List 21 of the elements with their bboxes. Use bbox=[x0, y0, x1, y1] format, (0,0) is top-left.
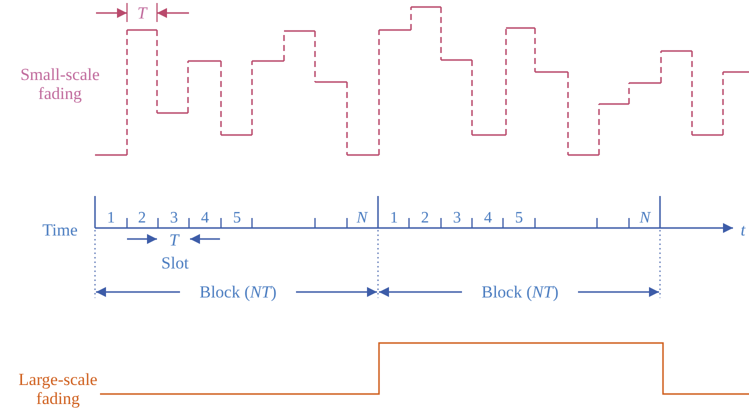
slot-number: 5 bbox=[233, 208, 241, 228]
period-label: T bbox=[169, 230, 179, 250]
slot-number: 1 bbox=[390, 208, 398, 228]
axis-label: t bbox=[740, 220, 746, 240]
axis-label: Small-scale fading bbox=[19, 65, 101, 103]
slot-number: 2 bbox=[421, 208, 429, 228]
slot-number: N bbox=[356, 208, 368, 228]
slot-number: 4 bbox=[484, 208, 492, 228]
block-label: Block (NT) bbox=[200, 282, 276, 302]
slot-number: 4 bbox=[201, 208, 209, 228]
block-label: Block (NT) bbox=[482, 282, 558, 302]
slot-number: N bbox=[640, 208, 650, 228]
slot-number: 3 bbox=[453, 208, 461, 228]
axis-label: Large-scale fading bbox=[18, 370, 98, 408]
slot-number: 3 bbox=[170, 208, 178, 228]
period-label: T bbox=[137, 4, 147, 22]
slot-label: Slot bbox=[161, 254, 189, 272]
slot-number: 2 bbox=[138, 208, 146, 228]
slot-number: 1 bbox=[107, 208, 115, 228]
axis-label: Time bbox=[42, 220, 78, 240]
slot-number: 5 bbox=[515, 208, 523, 228]
